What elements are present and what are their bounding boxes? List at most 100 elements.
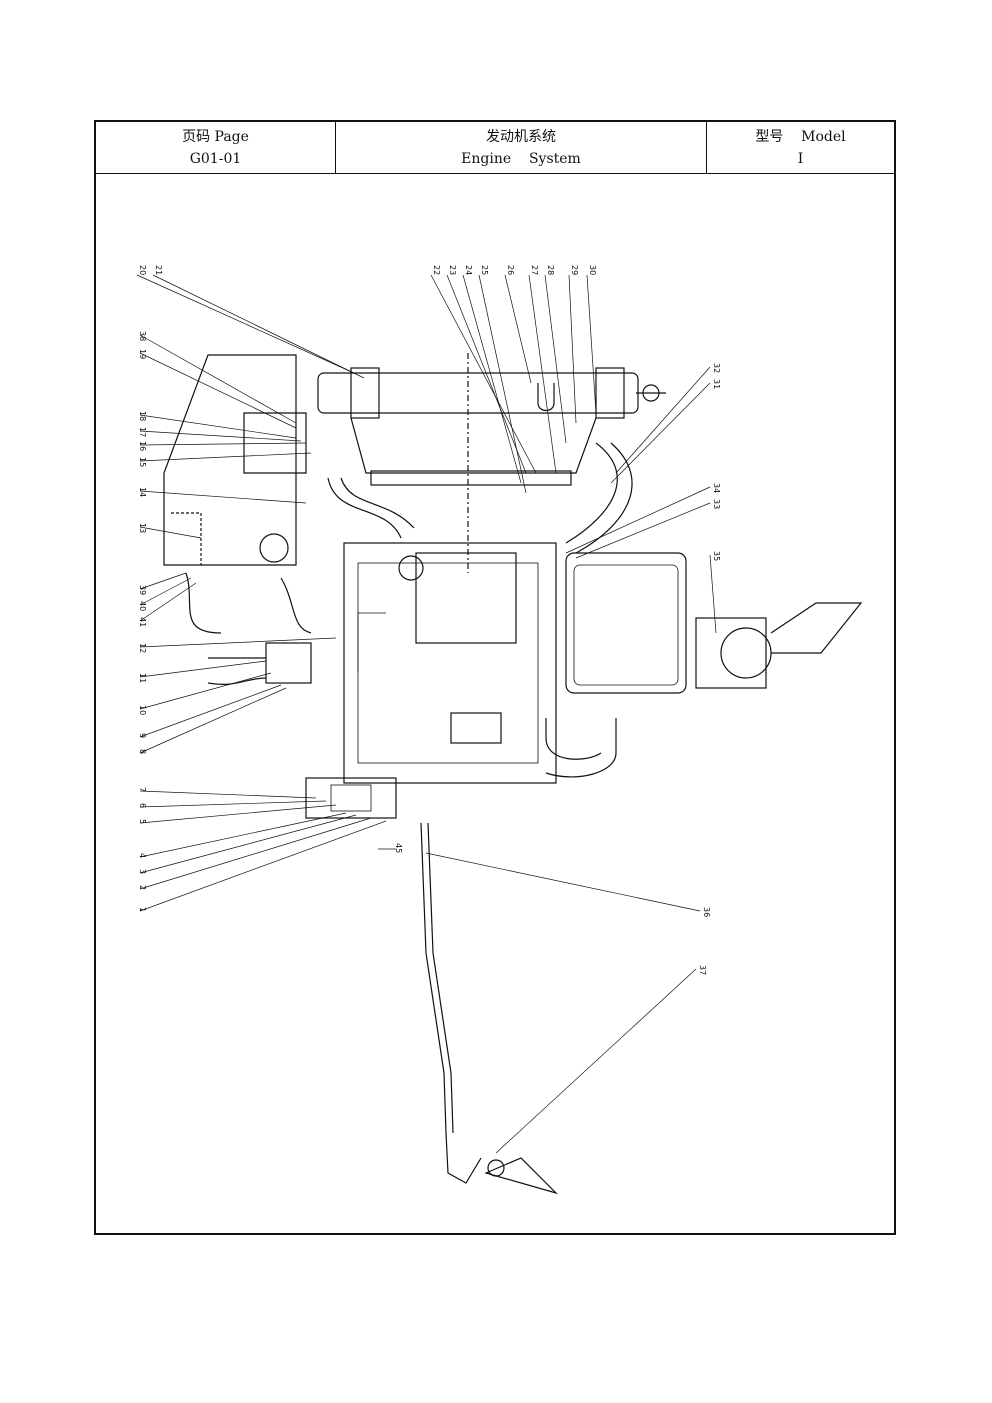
flywheel-housing	[305, 777, 397, 819]
leader-2	[139, 817, 372, 890]
page-cell: 页码 Page G01-01	[96, 122, 336, 173]
throttle-lever	[445, 1132, 482, 1184]
callout-25: 25	[480, 265, 489, 275]
leader-14	[139, 490, 307, 504]
callout-37: 37	[698, 965, 707, 975]
fan-shroud	[350, 417, 597, 474]
tank-fitting	[259, 533, 289, 563]
callout-19: 19	[138, 349, 147, 359]
leader-24	[462, 274, 522, 484]
model-cell: 型号 Model I	[707, 122, 894, 173]
leader-30	[586, 274, 597, 414]
leader-27	[528, 274, 557, 474]
callout-11: 11	[138, 673, 147, 683]
leader-23	[446, 274, 527, 474]
exhaust-pipe	[545, 718, 602, 760]
pedal-pivot	[487, 1159, 505, 1177]
title-cell: 发动机系统 Engine System	[336, 122, 707, 173]
fuel-injection-pump	[415, 552, 517, 644]
dimension-label: 45	[394, 843, 403, 853]
model-label: 型号 Model	[755, 128, 846, 145]
leader-15	[139, 452, 312, 462]
callout-10: 10	[138, 705, 147, 715]
fuel-filter-return	[207, 677, 267, 685]
callout-38: 38	[138, 331, 147, 341]
leader-38	[139, 334, 297, 424]
starter	[330, 784, 372, 812]
engine-block	[343, 542, 557, 784]
leader-6	[139, 800, 327, 808]
fuel-tank	[163, 354, 297, 566]
leader-17	[139, 430, 302, 442]
callout-24: 24	[464, 265, 473, 275]
callout-30: 30	[588, 265, 597, 275]
title-cn: 发动机系统	[486, 128, 556, 145]
radiator-left-tank	[350, 367, 380, 419]
lower-hose	[327, 477, 402, 539]
leader-9	[139, 684, 282, 738]
callout-9: 9	[138, 733, 147, 738]
pulley	[398, 555, 424, 581]
callout-1: 1	[138, 907, 147, 912]
callout-21: 21	[154, 265, 163, 275]
leader-26	[504, 274, 532, 384]
leader-1	[139, 820, 387, 912]
air-cleaner-inner	[573, 564, 679, 686]
leader-41	[139, 582, 197, 622]
callout-23: 23	[448, 265, 457, 275]
callout-27: 27	[530, 265, 539, 275]
leader-7	[139, 790, 317, 799]
muffler-end	[720, 627, 772, 679]
leader-4	[139, 812, 347, 858]
leader-29	[568, 274, 577, 424]
throttle-cable	[420, 822, 447, 1134]
leader-31	[610, 382, 711, 484]
oil-filter	[450, 712, 502, 744]
leader-13	[139, 526, 202, 539]
callout-31: 31	[712, 379, 721, 389]
pipe-left	[357, 612, 386, 673]
leader-20	[136, 274, 355, 374]
callout-26: 26	[506, 265, 515, 275]
upper-hose	[565, 442, 618, 544]
callout-7: 7	[138, 787, 147, 792]
leader-18	[139, 414, 297, 439]
leader-28	[544, 274, 567, 444]
callout-41: 41	[138, 617, 147, 627]
callout-40: 40	[138, 601, 147, 611]
callout-5: 5	[138, 819, 147, 824]
callout-20: 20	[138, 265, 147, 275]
fuel-line-b	[280, 577, 312, 634]
tank-bracket	[243, 412, 307, 474]
leader-21	[152, 274, 365, 379]
muffler	[695, 617, 767, 689]
leader-11	[139, 660, 267, 678]
title-block: 页码 Page G01-01 发动机系统 Engine System 型号 Mo…	[96, 122, 894, 174]
document-frame: 页码 Page G01-01 发动机系统 Engine System 型号 Mo…	[94, 120, 896, 1235]
fuel-filter	[265, 642, 312, 684]
callout-3: 3	[138, 869, 147, 874]
exhaust-outlet	[770, 602, 863, 654]
callout-8: 8	[138, 749, 147, 754]
fuel-line-a	[185, 572, 222, 634]
leader-5	[139, 804, 337, 824]
leader-39	[139, 572, 187, 590]
callout-17: 17	[138, 427, 147, 437]
leader-40	[139, 577, 192, 606]
leader-10	[139, 672, 272, 710]
model-value: I	[797, 150, 804, 167]
leader-25	[478, 274, 527, 494]
callout-35: 35	[712, 551, 721, 561]
callout-4: 4	[138, 853, 147, 858]
fuel-tank-inner	[171, 512, 202, 565]
leader-34	[565, 486, 711, 554]
callout-36: 36	[702, 907, 711, 917]
callout-16: 16	[138, 441, 147, 451]
leader-32	[615, 366, 711, 474]
leader-35	[709, 554, 717, 634]
engine-block-inner	[357, 562, 539, 764]
callout-6: 6	[138, 803, 147, 808]
title-en: Engine System	[461, 150, 581, 167]
